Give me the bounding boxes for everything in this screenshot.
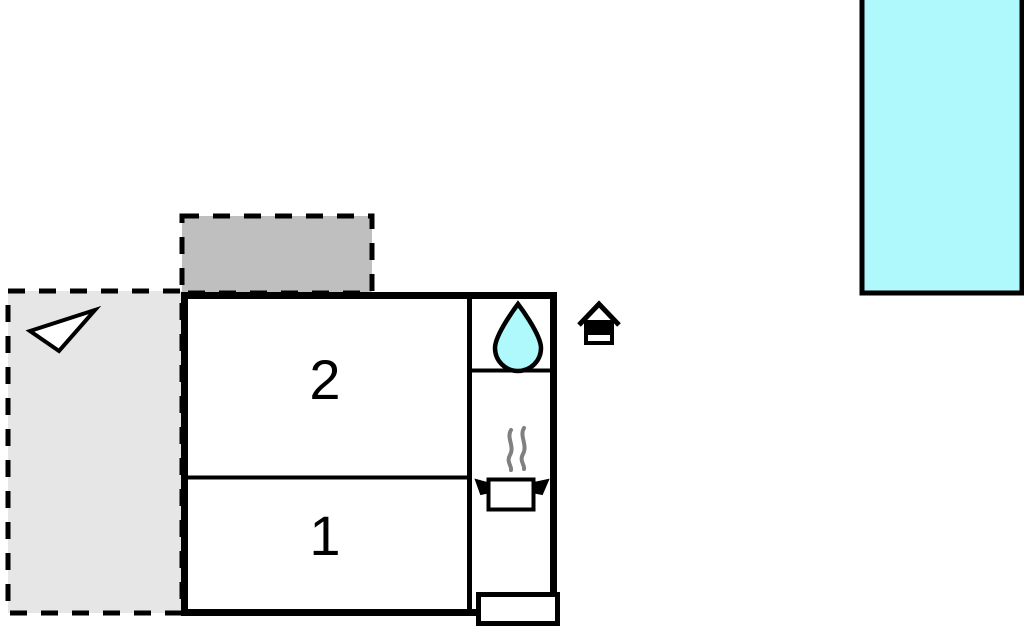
water-body (859, 0, 1024, 296)
building-interior-fill (184, 295, 554, 613)
entry-step (476, 592, 560, 626)
room-label-1: 1 (309, 504, 341, 567)
balcony-area (179, 213, 375, 296)
cooking-pot-icon (474, 426, 550, 512)
house-marker-icon (577, 300, 621, 345)
north-arrow-icon (25, 305, 102, 354)
water-drop-icon (492, 300, 544, 374)
terrace-area (5, 288, 185, 616)
room-label-2: 2 (309, 348, 341, 411)
building-outer-wall (181, 292, 557, 616)
